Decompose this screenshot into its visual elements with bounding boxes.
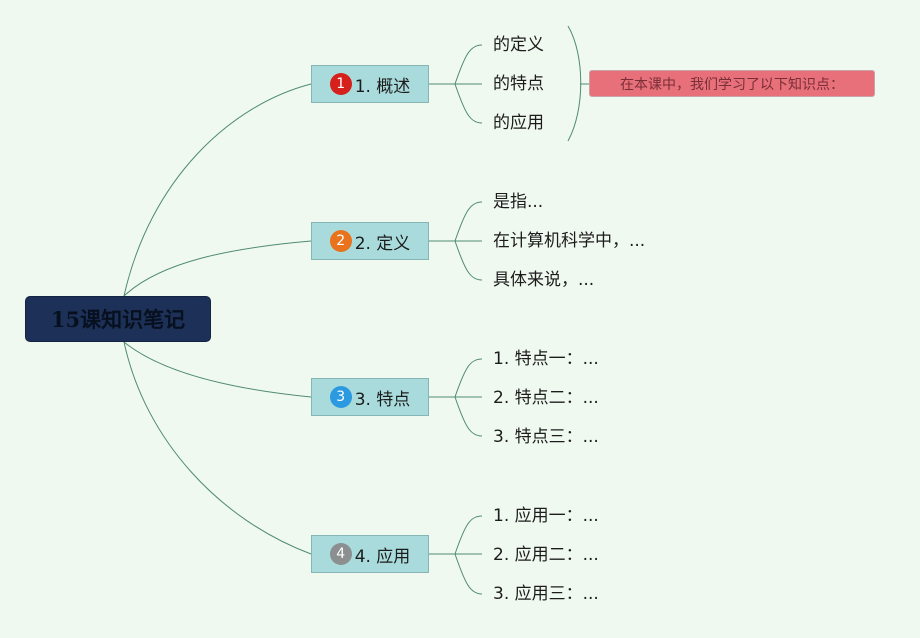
branch-applications[interactable]: 4 4. 应用 — [311, 535, 429, 573]
connector-root-branch-1 — [123, 83, 312, 297]
connector-branch-4-child-1 — [454, 515, 483, 555]
summary-bracket — [567, 25, 582, 142]
root-topic[interactable]: 15课知识笔记 — [25, 296, 211, 342]
connector-branch-3-child-1 — [454, 358, 483, 398]
badge-2: 2 — [329, 230, 352, 252]
branch-overview-label: 1. 概述 — [354, 76, 411, 97]
leaf-definition-3[interactable]: 具体来说，... — [493, 270, 595, 290]
leaf-overview-1[interactable]: 的定义 — [493, 35, 544, 55]
summary-note-label: 在本课中，我们学习了以下知识点： — [620, 76, 844, 93]
leaf-features-2[interactable]: 2. 特点二：... — [493, 388, 599, 408]
branch-applications-label: 4. 应用 — [354, 546, 411, 567]
connector-branch-1-child-1 — [454, 44, 483, 85]
connector-root-branch-3 — [123, 341, 312, 398]
root-topic-label: 15课知识笔记 — [50, 307, 186, 332]
connector-root-branch-2 — [123, 240, 312, 297]
connector-branch-4-child-3 — [454, 553, 483, 595]
connector-branch-2-child-3 — [454, 240, 483, 281]
connector-branch-2-child-1 — [454, 201, 483, 242]
branch-features-label: 3. 特点 — [354, 389, 411, 410]
leaf-applications-1[interactable]: 1. 应用一：... — [493, 506, 599, 526]
badge-1: 1 — [329, 73, 352, 95]
leaf-definition-2[interactable]: 在计算机科学中，... — [493, 231, 646, 251]
branch-definition[interactable]: 2 2. 定义 — [311, 222, 429, 260]
leaf-overview-2[interactable]: 的特点 — [493, 74, 544, 94]
badge-4: 4 — [329, 543, 352, 565]
branch-features[interactable]: 3 3. 特点 — [311, 378, 429, 416]
branch-overview[interactable]: 1 1. 概述 — [311, 65, 429, 103]
branch-definition-label: 2. 定义 — [354, 233, 411, 254]
leaf-features-1[interactable]: 1. 特点一：... — [493, 349, 599, 369]
leaf-definition-1[interactable]: 是指... — [493, 192, 544, 212]
leaf-overview-3[interactable]: 的应用 — [493, 113, 544, 133]
leaf-features-3[interactable]: 3. 特点三：... — [493, 427, 599, 447]
leaf-applications-2[interactable]: 2. 应用二：... — [493, 545, 599, 565]
connector-branch-3-child-3 — [454, 396, 483, 437]
connector-root-branch-4 — [123, 341, 312, 555]
connector-branch-1-child-3 — [454, 83, 483, 124]
badge-3: 3 — [329, 386, 352, 408]
leaf-applications-3[interactable]: 3. 应用三：... — [493, 584, 599, 604]
summary-note[interactable]: 在本课中，我们学习了以下知识点： — [589, 70, 875, 97]
